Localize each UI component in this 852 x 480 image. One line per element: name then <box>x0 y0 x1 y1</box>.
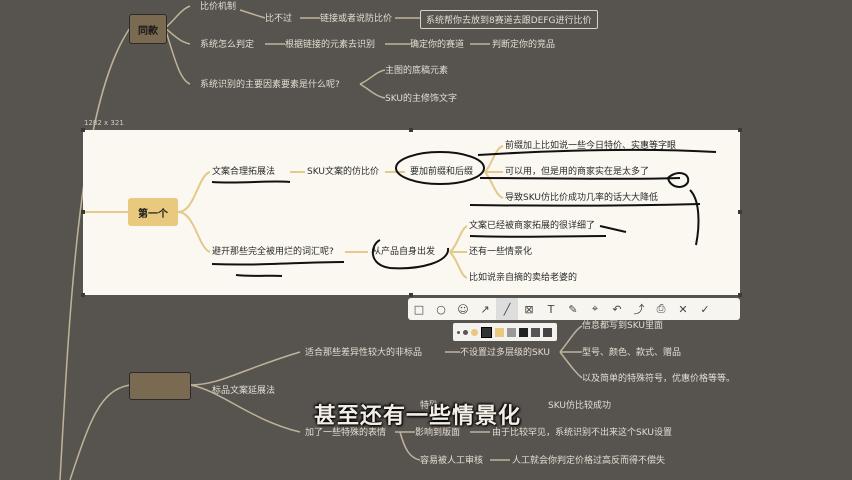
label-rare: 由于比较罕见，系统识别不出来这个SKU设置 <box>492 428 672 438</box>
label-not-enough: 比不过 <box>265 14 293 24</box>
label-by-elements: 根据链接的元素去识别 <box>285 40 376 50</box>
resize-handle-tr[interactable] <box>738 128 742 132</box>
label-r6: 比如说亲自摘的卖给老婆的 <box>469 273 578 283</box>
marker-icon[interactable]: ✎ <box>568 302 578 316</box>
rect-icon[interactable]: □ <box>413 302 425 316</box>
text-icon[interactable]: T <box>547 302 555 316</box>
node-first[interactable]: 第一个 <box>128 198 178 226</box>
video-subtitle: 甚至还有一些情景化 <box>314 404 522 429</box>
label-sku-copy: SKU文案的仿比价 <box>307 167 379 177</box>
emoji-icon[interactable]: ☺ <box>457 302 469 316</box>
label-r4: 文案已经被商家拓展的很详细了 <box>469 221 596 231</box>
label-add-special: 加了一些特殊的表情 <box>305 428 387 438</box>
label-main-img: 主图的底稿元素 <box>385 66 449 76</box>
resize-handle-bl[interactable] <box>81 293 85 297</box>
undo-icon[interactable]: ↶ <box>612 302 622 316</box>
resize-handle-br[interactable] <box>738 293 742 297</box>
resize-handle-l[interactable] <box>81 210 85 214</box>
label-how-judge: 系统怎么判定 <box>200 40 255 50</box>
annotation-toolbar: □ ○ ☺ ↗ ╱ ⊠ T ✎ ⌖ ↶ ⤴ ⎙ ✕ ✓ <box>408 298 740 320</box>
pin-icon[interactable]: ⌖ <box>591 302 599 315</box>
label-r3: 导致SKU仿比价成功几率的话大大降低 <box>505 193 658 203</box>
color-swatch-charcoal[interactable] <box>531 327 540 337</box>
node-tongkuan[interactable]: 同款 <box>129 14 167 44</box>
color-swatch-dark[interactable] <box>519 327 528 337</box>
label-r1: 前缀加上比如说一些今日特价、实惠等字眼 <box>505 141 677 151</box>
color-swatch-gray[interactable] <box>507 327 516 337</box>
label-main-factor: 系统识别的主要因素要素是什么呢? <box>200 80 340 90</box>
arrow-icon[interactable]: ↗ <box>480 302 490 316</box>
label-special: 特殊 <box>420 401 439 411</box>
resize-handle-tl[interactable] <box>81 128 85 132</box>
color-swatch-gold[interactable] <box>495 327 504 337</box>
label-fit: 适合那些差异性较大的非标品 <box>305 348 423 358</box>
label-your-track: 确定你的赛道 <box>410 40 465 50</box>
size-large-icon[interactable] <box>471 328 478 336</box>
label-no-multi: 不设置过多层级的SKU <box>460 348 550 358</box>
label-avoid: 避开那些完全被用烂的词汇呢? <box>212 247 334 257</box>
label-simple: 以及简单的特殊符号，优惠价格等等。 <box>582 374 736 384</box>
label-manual-result: 人工就会你判定价格过高反而得不偿失 <box>512 456 666 466</box>
save-icon[interactable]: ⎙ <box>656 302 666 315</box>
label-r5: 还有一些情景化 <box>469 247 533 257</box>
circle-icon[interactable]: ○ <box>436 302 446 316</box>
share-icon[interactable]: ⤴ <box>633 303 645 316</box>
label-affect: 影响到版面 <box>415 428 461 438</box>
node-second[interactable] <box>129 372 191 400</box>
label-compare: 比价机制 <box>200 2 237 12</box>
label-your-item: 判断定你的竞品 <box>492 40 556 50</box>
label-system-help: 系统帮你去放到8赛道去跟DEFG进行比价 <box>420 10 598 29</box>
label-copy-expand: 文案合理拓展法 <box>212 167 276 177</box>
label-sku-text: SKU的主修饰文字 <box>385 94 457 104</box>
confirm-icon[interactable]: ✓ <box>700 302 710 316</box>
label-info: 信息都写到SKU里面 <box>582 321 663 331</box>
resize-handle-b[interactable] <box>409 293 413 297</box>
label-r2: 可以用，但是用的商家实在是太多了 <box>505 167 650 177</box>
selection-size-label: 1282 x 321 <box>84 119 124 127</box>
resize-handle-t[interactable] <box>409 128 413 132</box>
label-manual: 容易被人工审核 <box>420 456 484 466</box>
resize-handle-r[interactable] <box>738 210 742 214</box>
label-spec: 型号、颜色、款式、赠品 <box>582 348 682 358</box>
label-from-product: 从产品自身出发 <box>372 247 436 257</box>
color-swatch-black[interactable] <box>481 326 492 338</box>
color-swatch-slate[interactable] <box>543 327 552 337</box>
size-small-icon[interactable] <box>457 330 460 334</box>
close-icon[interactable]: ✕ <box>678 302 688 316</box>
label-link-or-anti: 链接或者说防比价 <box>320 14 393 24</box>
label-standard: 标品文案延展法 <box>212 386 276 396</box>
label-prefix-suffix: 要加前缀和后缀 <box>410 167 474 177</box>
pen-icon[interactable]: ╱ <box>496 298 518 320</box>
pen-options-bar <box>453 323 557 341</box>
label-sku-success: SKU仿比较成功 <box>548 401 611 411</box>
mosaic-icon[interactable]: ⊠ <box>524 302 534 316</box>
size-medium-icon[interactable] <box>463 329 468 335</box>
